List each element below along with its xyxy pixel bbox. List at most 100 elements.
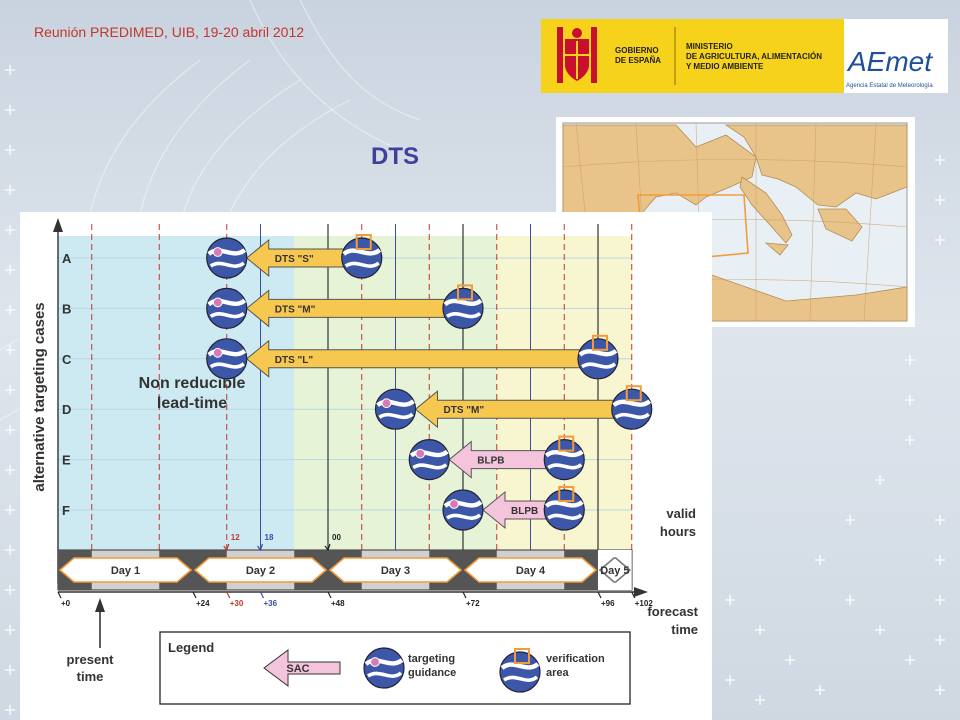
targeting-globe-icon (206, 338, 248, 380)
plus-mark (5, 505, 15, 515)
gobierno-ministerio-logo: GOBIERNO DE ESPAÑA MINISTERIO DE AGRICUL… (541, 19, 844, 93)
legend-verification-line2: area (546, 667, 570, 679)
bottom-tick-mark (226, 591, 231, 599)
plus-mark (5, 105, 15, 115)
y-axis-label: alternative targeting cases (31, 302, 48, 491)
case-letter: E (62, 453, 71, 468)
plus-mark (5, 65, 15, 75)
bottom-tick-mark (57, 591, 62, 599)
plus-mark (935, 635, 945, 645)
forecast-axis-arrowhead (634, 587, 648, 597)
legend-sac-arrow (263, 649, 341, 687)
case-letter: C (62, 352, 72, 367)
targeting-globe-icon (206, 237, 248, 279)
plus-mark (935, 195, 945, 205)
plus-mark (905, 655, 915, 665)
aemet-wordmark: AEmet (846, 46, 933, 77)
day-label: Day 2 (246, 565, 275, 577)
gobierno-line2: DE ESPAÑA (615, 56, 661, 65)
event-caption: Reunión PREDIMED, UIB, 19-20 abril 2012 (34, 24, 305, 40)
ministerio-line3: Y MEDIO AMBIENTE (686, 62, 764, 71)
plus-mark (5, 385, 15, 395)
dts-arrow (245, 238, 345, 278)
y-axis-arrowhead (53, 218, 63, 232)
plus-mark (5, 145, 15, 155)
aemet-logo: AEmet Agencia Estatal de Meteorología (844, 19, 948, 93)
legend-verification-line1: verification (546, 653, 605, 665)
bottom-tick-label: +48 (331, 599, 345, 608)
day-diamond (58, 557, 193, 583)
bottom-tick-mark (327, 591, 332, 599)
arrow-label: DTS "M" (275, 304, 316, 315)
case-letter: D (62, 402, 71, 417)
legend-title: Legend (168, 640, 214, 655)
plus-mark (5, 665, 15, 675)
plus-mark (5, 225, 15, 235)
guidance-zone (58, 236, 294, 550)
valid-hours-line1: valid (666, 506, 696, 521)
plus-mark (5, 265, 15, 275)
plus-mark (845, 515, 855, 525)
top-tick-label: 12 (231, 533, 240, 542)
top-tick-label: 00 (332, 533, 341, 542)
plus-mark (5, 185, 15, 195)
top-tick-mark (223, 543, 230, 552)
bottom-tick-label: +96 (601, 599, 615, 608)
dts-arrow (414, 390, 615, 429)
legend-targeting-line1: targeting (408, 653, 455, 665)
plus-mark (725, 675, 735, 685)
day-diamond (193, 557, 328, 583)
plus-mark (815, 555, 825, 565)
day-label: Day 1 (111, 565, 140, 577)
plus-mark (905, 395, 915, 405)
plus-mark (815, 685, 825, 695)
plus-mark (5, 545, 15, 555)
dts-arrow (245, 289, 446, 328)
present-time-arrowhead (95, 598, 105, 612)
day-diamond (328, 557, 463, 583)
bottom-tick-label: +24 (196, 599, 210, 608)
legend-targeting-line2: guidance (408, 667, 456, 679)
present-time-line1: present (67, 652, 115, 667)
top-tick-label: 18 (265, 533, 274, 542)
legend: Legend SAC targeting guidance verificati… (159, 631, 631, 705)
targeting-globe-icon (442, 489, 484, 531)
targeting-globe-icon (206, 287, 248, 330)
verification-globe-icon (543, 435, 585, 481)
non-reducible-line2: lead-time (157, 395, 227, 412)
bottom-tick-label: +102 (635, 599, 654, 608)
case-letter: B (62, 301, 71, 316)
plus-mark (5, 425, 15, 435)
arrow-label: DTS "M" (444, 405, 485, 416)
case-letter: F (62, 503, 70, 518)
targeting-globe-icon (363, 647, 405, 689)
day-label: Day 3 (381, 565, 410, 577)
bottom-tick-label: +30 (230, 599, 244, 608)
arrow-label: BLPB (511, 506, 538, 517)
verification-globe-icon (577, 334, 619, 380)
slide-title: DTS (371, 143, 419, 170)
valid-hours-line2: hours (660, 524, 696, 539)
day-diamond (598, 557, 631, 583)
day-label: Day 5 (600, 565, 629, 577)
day-label: Day 4 (516, 565, 546, 577)
verification-globe-icon (341, 234, 383, 279)
bottom-tick-mark (192, 591, 197, 599)
forecast-time-line2: time (671, 622, 698, 637)
plus-mark (755, 625, 765, 635)
case-letter: A (62, 251, 72, 266)
plus-mark (935, 515, 945, 525)
plus-mark (845, 595, 855, 605)
bottom-tick-mark (597, 591, 602, 599)
arrow-label: DTS "S" (275, 254, 314, 265)
plus-mark (785, 655, 795, 665)
top-tick-mark (257, 543, 264, 552)
ministerio-line1: MINISTERIO (686, 42, 733, 51)
plus-mark (5, 345, 15, 355)
plus-mark (935, 595, 945, 605)
plus-mark (935, 235, 945, 245)
bottom-tick-label: +36 (264, 599, 278, 608)
plus-mark (935, 685, 945, 695)
verification-globe-icon (543, 486, 585, 531)
